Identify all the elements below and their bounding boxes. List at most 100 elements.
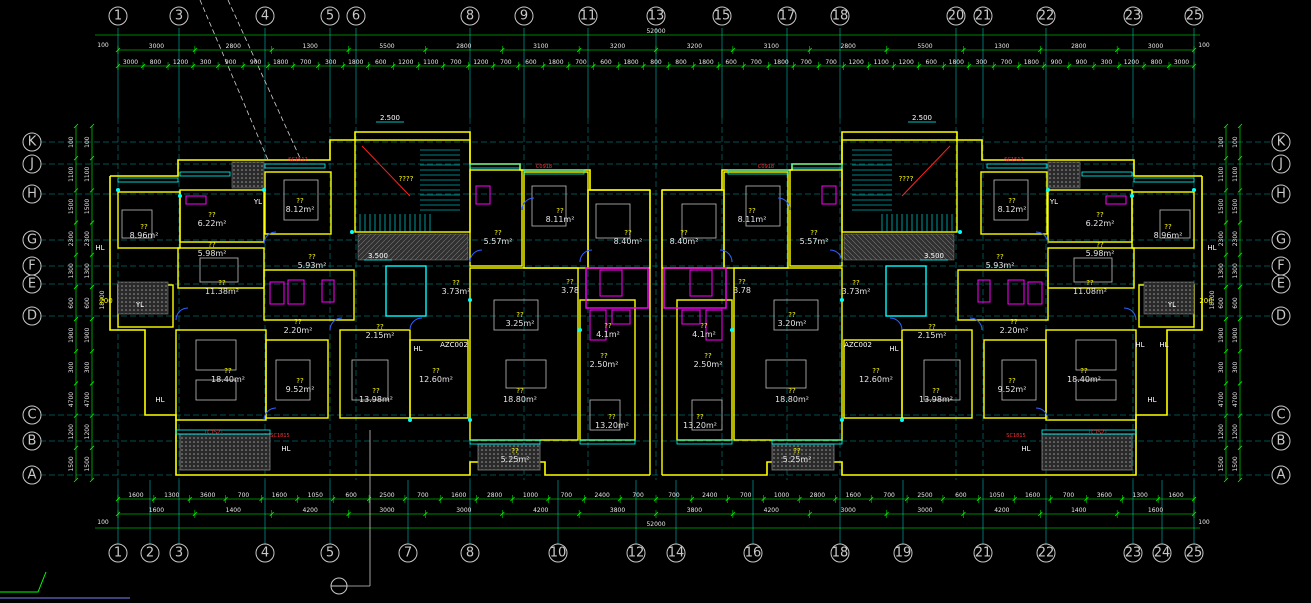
dimension-text-side: 2300 — [84, 231, 91, 246]
washbasin — [821, 185, 837, 205]
dimension-text: 1600 — [846, 492, 861, 499]
dimension-text: 1200 — [173, 59, 188, 66]
room-name-unknown: ?? — [452, 279, 460, 287]
balcony-west — [1143, 281, 1195, 315]
window — [117, 177, 179, 183]
door-swing — [1035, 231, 1049, 245]
axis-bubble-right-circle — [1271, 154, 1291, 174]
axis-bubble-top-circle — [108, 6, 128, 26]
column-marker — [730, 328, 734, 332]
axis-bubble-bottom-circle — [973, 543, 993, 563]
dimension-tick — [1223, 123, 1229, 129]
axis-bubble-bottom-circle — [1152, 543, 1172, 563]
room-area-label: 8.12m² — [286, 205, 315, 214]
marker-hl: HL — [413, 345, 422, 353]
dining-table — [493, 299, 539, 331]
room-area-label: 9.52m² — [286, 385, 315, 394]
door-code: AZC002 — [440, 341, 468, 349]
dimension-text: 1800 — [949, 59, 964, 66]
axis-bubble-bottom-circle — [169, 543, 189, 563]
room-area-label: 13.20m² — [683, 421, 717, 430]
dimension-text: 1600 — [149, 507, 164, 514]
room-name-unknown: ?? — [556, 207, 564, 215]
dimension-text: 1600 — [272, 492, 287, 499]
door-swing — [829, 249, 843, 263]
marker-yl: YL — [1049, 198, 1058, 206]
dimension-text: 900 — [1051, 59, 1063, 66]
marker-hl: HL — [95, 244, 104, 252]
room-area-label: 13.98m² — [359, 395, 393, 404]
room-area-label: 12.60m² — [859, 375, 893, 384]
dimension-text-side: 300 — [1218, 361, 1225, 373]
dimension-text: 700 — [238, 492, 250, 499]
room-name-unknown: ?? — [600, 352, 608, 360]
axis-bubble-top-circle — [346, 6, 366, 26]
axis-bubble-top-circle — [830, 6, 850, 26]
window — [264, 163, 326, 169]
axis-bubble-right: D — [1276, 309, 1286, 324]
axis-bubble-top-circle — [946, 6, 966, 26]
dimension-tick — [73, 413, 79, 418]
dimension-text: 800 — [150, 59, 162, 66]
dimension-text-side: 2300 — [1232, 231, 1239, 246]
axis-bubble-bottom: 16 — [745, 546, 762, 561]
balcony-south-east — [477, 443, 541, 471]
dimension-text: 2500 — [379, 492, 394, 499]
bed — [275, 359, 311, 401]
stair-arrow — [361, 145, 411, 197]
column-marker — [578, 328, 582, 332]
dimension-tick — [1237, 381, 1243, 386]
dimension-text: 700 — [750, 59, 762, 66]
room-name-unknown: ?? — [1096, 241, 1104, 249]
dimension-text: 600 — [525, 59, 537, 66]
washbasin — [321, 279, 335, 303]
exterior-wall — [109, 176, 650, 476]
dimension-text: 1400 — [1071, 507, 1086, 514]
dimension-text-side: 100 — [1218, 136, 1225, 148]
dimension-overall-bottom: 52000 — [646, 521, 665, 528]
dimension-tick — [73, 381, 79, 386]
axis-bubble-top-circle — [1036, 6, 1056, 26]
axis-bubble-bottom: 1 — [114, 546, 122, 561]
dimension-text-side: 1300 — [1218, 263, 1225, 278]
dimension-text: 3100 — [764, 43, 779, 50]
dimension-text: 4200 — [303, 507, 318, 514]
axis-bubble-top-circle — [169, 6, 189, 26]
dimension-text-side: 1900 — [1218, 327, 1225, 342]
room-area-label: 3.73m² — [842, 287, 871, 296]
dimension-text: 1050 — [989, 492, 1004, 499]
shower — [1007, 279, 1025, 305]
room-name-unknown: ?? — [788, 387, 796, 395]
window — [523, 169, 585, 175]
dimension-tick — [89, 381, 95, 386]
room-area-label: 2.15m² — [366, 331, 395, 340]
window-code: C0918 — [758, 164, 774, 170]
shower — [599, 269, 623, 297]
bed — [283, 179, 319, 221]
dimension-text: 700 — [825, 59, 837, 66]
room-area-label: 3.20m² — [778, 319, 807, 328]
marker-hl: HL — [1021, 445, 1030, 453]
room-name-unknown: ?? — [308, 253, 316, 261]
room-area-label: 8.40m² — [670, 237, 699, 246]
dimension-edge-right: 100 — [1198, 42, 1210, 49]
axis-bubble-top-circle — [646, 6, 666, 26]
dimension-text: 2800 — [841, 43, 856, 50]
room-kitchen — [179, 189, 265, 243]
column-marker — [262, 188, 266, 192]
axis-bubble-left-circle — [22, 306, 42, 326]
axis-bubble-left: B — [28, 434, 37, 449]
dimension-text-side: 600 — [84, 297, 91, 309]
dimension-tick — [1237, 348, 1243, 354]
elevator-shaft — [885, 265, 927, 317]
coffee-table — [1075, 379, 1117, 401]
dimension-tick — [73, 477, 79, 483]
axis-bubble-bottom-circle — [255, 543, 275, 563]
dimension-text-side: 1300 — [84, 263, 91, 278]
room-stair — [354, 139, 471, 233]
door-swing — [719, 249, 733, 263]
room-bedroom-center — [587, 189, 651, 269]
room-name-unknown: ?? — [932, 387, 940, 395]
dimension-text: 1600 — [1148, 507, 1163, 514]
